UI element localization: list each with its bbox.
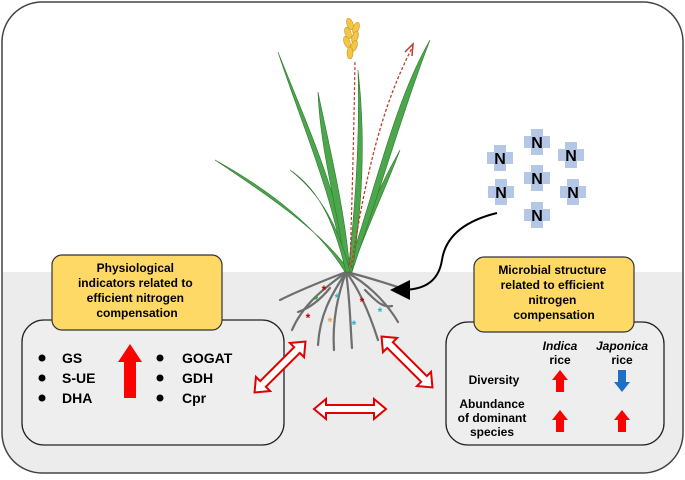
indicator-label: Cpr <box>182 390 207 406</box>
indicator-list-left: GS S-UE DHA <box>38 350 95 406</box>
japonica-header: Japonica <box>596 339 648 353</box>
physiology-title-line: efficient nitrogen <box>87 291 184 305</box>
grain-panicle <box>343 17 360 60</box>
abundance-japonica-up-arrow-icon <box>614 410 630 432</box>
indicator-label: S-UE <box>62 370 95 386</box>
indicator-label: DHA <box>62 390 92 406</box>
nitrogen-symbol: N <box>531 208 543 225</box>
bullet <box>38 354 46 362</box>
svg-text:*: * <box>360 295 365 309</box>
nitrogen-atom: N <box>524 129 550 155</box>
indicator-list-right: GOGAT GDH Cpr <box>156 350 233 406</box>
link-arrow-right-icon <box>380 335 434 389</box>
nitrogen-atom: N <box>558 142 584 168</box>
rice-column-headers: Indica rice Japonica rice <box>543 339 649 367</box>
nitrogen-symbol: N <box>565 148 577 165</box>
increase-arrow-icon <box>118 344 142 398</box>
link-arrow-bottom-icon <box>312 396 388 422</box>
japonica-header-suffix: rice <box>611 353 633 367</box>
svg-text:*: * <box>378 305 383 319</box>
svg-text:*: * <box>314 293 319 307</box>
bullet <box>156 354 164 362</box>
indica-header-suffix: rice <box>549 353 571 367</box>
microbial-title-box <box>473 256 635 333</box>
indicator-label: GDH <box>182 370 213 386</box>
nitrogen-symbol: N <box>531 135 543 152</box>
physiology-title-box <box>51 254 223 331</box>
svg-text:*: * <box>328 315 333 329</box>
indicator-label: GS <box>62 350 82 366</box>
indicator-label: GOGAT <box>182 350 233 366</box>
bullet <box>156 394 164 402</box>
svg-text:*: * <box>335 291 340 305</box>
microbial-title-line: related to efficient <box>501 278 604 292</box>
svg-text:*: * <box>306 311 311 325</box>
bullet <box>156 374 164 382</box>
nitrogen-symbol: N <box>567 185 579 202</box>
microbial-title-line: compensation <box>513 308 594 322</box>
microbe-stars: * * * * * * * * <box>306 283 383 332</box>
microbial-title-line: Microbial structure <box>498 263 606 277</box>
leaves <box>214 39 431 273</box>
root-system <box>278 270 410 352</box>
nitrogen-symbol: N <box>531 171 543 188</box>
grain-path <box>349 59 356 266</box>
microbial-title-line: nitrogen <box>528 293 576 307</box>
diversity-indica-up-arrow-icon <box>552 370 568 392</box>
physiology-title: Physiological indicators related to effi… <box>78 261 196 320</box>
svg-text:*: * <box>352 318 357 332</box>
physiology-title-line: compensation <box>96 306 177 320</box>
row-label-abundance: species <box>470 425 514 439</box>
nitrogen-atom: N <box>524 202 550 228</box>
rice-plant: * * * * * * * * <box>214 17 431 352</box>
svg-text:*: * <box>322 283 327 297</box>
microbial-row-labels: Diversity Abundance of dominant species <box>458 373 527 439</box>
bullet <box>38 374 46 382</box>
link-arrow-left-icon <box>253 340 307 394</box>
nitrogen-uptake-arrow <box>390 212 498 300</box>
nutrient-path <box>350 47 413 269</box>
nitrogen-atom: N <box>560 179 586 205</box>
microbial-title: Microbial structure related to efficient… <box>498 263 609 322</box>
diversity-japonica-down-arrow-icon <box>614 370 630 392</box>
nitrogen-atom: N <box>488 179 514 205</box>
row-label-abundance: of dominant <box>458 411 527 425</box>
bullet <box>38 394 46 402</box>
nitrogen-symbol: N <box>495 185 507 202</box>
row-label-abundance: Abundance <box>459 397 525 411</box>
physiology-title-line: indicators related to <box>78 276 193 290</box>
abundance-indica-up-arrow-icon <box>552 410 568 432</box>
nitrogen-symbol: N <box>494 151 506 168</box>
nitrogen-atom: N <box>524 165 550 191</box>
physiology-title-line: Physiological <box>97 261 174 275</box>
nutrient-path-head <box>404 42 414 57</box>
row-label-diversity: Diversity <box>469 373 520 387</box>
indica-header: Indica <box>543 339 578 353</box>
nitrogen-atom: N <box>487 145 513 171</box>
